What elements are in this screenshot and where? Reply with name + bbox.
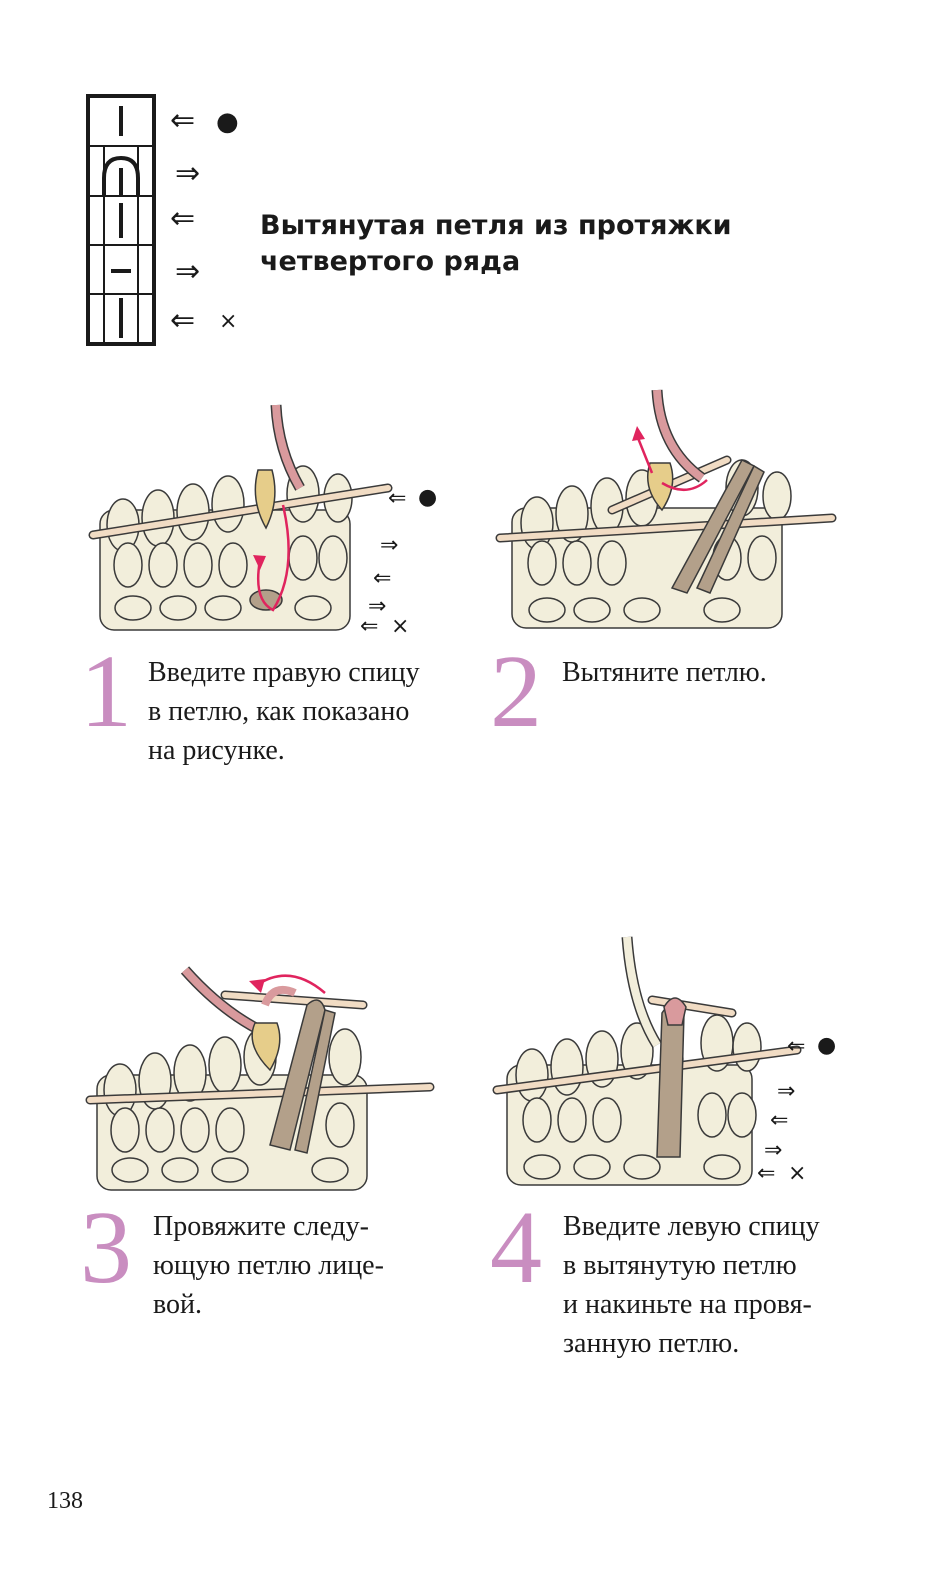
chart-arrow-row-1: ⇐: [170, 303, 195, 338]
step-4-text: Введите левую спицу в вытянутую петлю и …: [563, 1207, 820, 1363]
ill1-cross: ×: [391, 614, 409, 639]
step-4-number: 4: [490, 1190, 542, 1305]
first-row-cross: ×: [219, 309, 237, 334]
chart-arrow-row-2: ⇒: [175, 254, 200, 289]
step-2-text: Вытяните петлю.: [562, 653, 767, 692]
ill4-dot: ●: [817, 1033, 836, 1058]
step-3-line-3: вой.: [153, 1289, 203, 1320]
ill1-arrow-1: ⇐: [388, 486, 406, 511]
last-row-dot: ●: [216, 107, 239, 137]
title-line-2: четвертого ряда: [260, 246, 521, 277]
step-2-line-1: Вытяните петлю.: [562, 657, 767, 688]
ill4-cross: ×: [788, 1161, 806, 1186]
step-3-line-2: ющую петлю лице-: [153, 1250, 384, 1281]
ill1-arrow-2: ⇒: [380, 533, 398, 558]
step-4-line-1: Введите левую спицу: [563, 1211, 820, 1242]
illustration-step-3: [85, 966, 435, 1191]
step-1-line-1: Введите правую спицу: [148, 657, 420, 688]
step-1-line-3: на рисунке.: [148, 735, 285, 766]
ill4-arrow-2: ⇒: [777, 1079, 795, 1104]
illustration-step-1: ⇐ ● ⇒ ⇐ ⇒ ⇐ ×: [88, 404, 437, 639]
step-4-line-4: занную петлю.: [563, 1328, 740, 1359]
chart-arrow-row-5: ⇐: [170, 103, 195, 138]
ill4-arrow-1: ⇐: [787, 1034, 805, 1059]
ill1-arrow-4: ⇒: [368, 594, 386, 619]
step-1-text: Введите правую спицу в петлю, как показа…: [148, 653, 420, 770]
page-number: 138: [47, 1488, 83, 1514]
chart-arrow-row-4: ⇒: [175, 156, 200, 191]
step-2-number: 2: [490, 634, 542, 749]
step-4-line-3: и накиньте на провя-: [563, 1289, 812, 1320]
ill4-arrow-4: ⇒: [764, 1138, 782, 1163]
ill1-dot: ●: [418, 485, 437, 510]
illustration-step-2: [495, 389, 837, 629]
ill4-arrow-3: ⇐: [770, 1108, 788, 1133]
title-line-1: Вытянутая петля из протяжки: [260, 210, 732, 241]
ill1-arrow-5: ⇐: [360, 614, 378, 639]
step-4-line-2: в вытянутую петлю: [563, 1250, 797, 1281]
step-3-line-1: Провяжите следу-: [153, 1211, 369, 1242]
page-title: Вытянутая петля из протяжки четвертого р…: [260, 208, 820, 280]
chart-arrow-row-3: ⇐: [170, 201, 195, 236]
step-1-line-2: в петлю, как показано: [148, 696, 410, 727]
ill4-arrow-5: ⇐: [757, 1161, 775, 1186]
step-3-text: Провяжите следу- ющую петлю лице- вой.: [153, 1207, 384, 1324]
illustration-step-4: ⇐ ● ⇒ ⇐ ⇒ ⇐ ×: [492, 936, 836, 1186]
step-1-number: 1: [80, 634, 132, 749]
ill1-arrow-3: ⇐: [373, 566, 391, 591]
stitch-symbol-chart: ⇐ ⇒ ⇐ ⇒ ⇐ ● ×: [86, 94, 239, 346]
step-3-number: 3: [80, 1190, 132, 1305]
